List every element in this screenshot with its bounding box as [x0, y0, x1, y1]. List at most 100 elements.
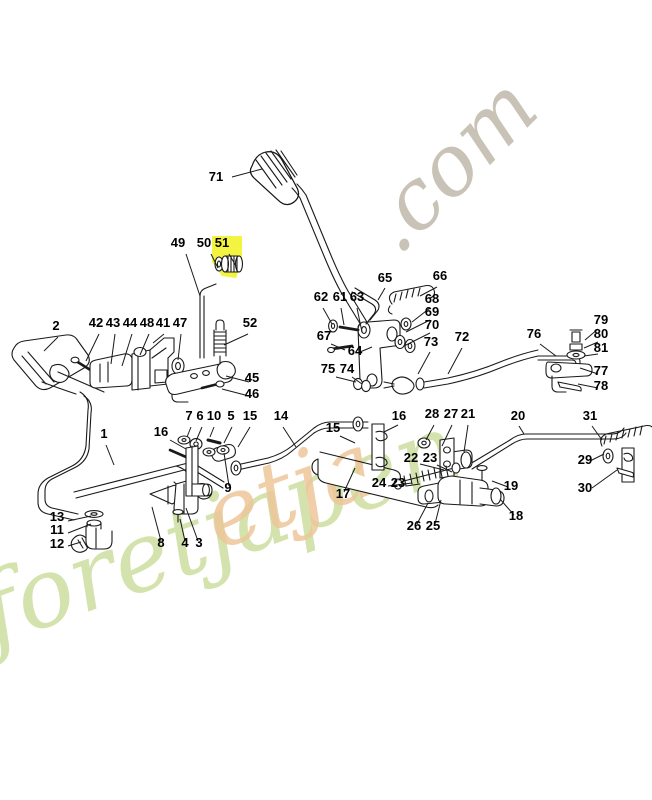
callout-label-26: 26: [407, 518, 421, 533]
callout-leader-26: [416, 502, 429, 525]
part-19-bolt: [476, 465, 488, 481]
callout-leader-8: [151, 506, 162, 542]
callout-leader-76: [539, 343, 557, 357]
part-41-48-bracket: [89, 337, 175, 391]
callout-leader-81: [583, 353, 599, 357]
callout-leader-25: [434, 499, 442, 525]
callout-leader-70: [403, 332, 431, 347]
callout-leader-74: [351, 376, 363, 385]
callout-label-1: 1: [100, 426, 107, 441]
callout-leader-80: [583, 341, 599, 349]
part-2-pedal: [11, 334, 105, 395]
callout-leader-18: [499, 498, 515, 516]
part-73-72-cable: [383, 349, 539, 395]
callout-leader-27: [441, 424, 453, 447]
part-14-rod: [231, 421, 369, 472]
callout-leader-16: [383, 424, 399, 433]
callout-leader-28: [425, 424, 435, 441]
callout-label-16: 16: [392, 408, 406, 423]
callout-label-74: 74: [340, 361, 355, 376]
callout-leader-16: [169, 439, 187, 450]
part-4-bolt: [172, 509, 184, 523]
callout-leader-17: [343, 467, 356, 493]
part-51-bushing: [220, 255, 244, 273]
callout-label-3: 3: [195, 535, 202, 550]
part-81-washer: [566, 350, 586, 360]
callout-label-25: 25: [426, 518, 440, 533]
callout-label-47: 47: [173, 315, 187, 330]
callout-leader-12: [67, 541, 82, 547]
callout-leader-42: [85, 333, 100, 362]
callout-leader-21: [463, 424, 469, 453]
callout-leader-67: [330, 343, 346, 351]
callout-label-24: 24: [372, 475, 387, 490]
callout-leader-49: [185, 253, 201, 297]
callout-leader-5: [223, 426, 233, 444]
callout-label-77: 77: [594, 363, 608, 378]
part-67-bolt: [327, 344, 354, 354]
callout-leader-41: [152, 333, 165, 344]
callout-leader-68: [411, 307, 431, 323]
part-10-bolt: [206, 438, 222, 445]
part-78-bar: [557, 381, 582, 392]
callout-leader-11: [67, 523, 92, 534]
callout-label-23: 23: [391, 475, 405, 490]
part-45-plate: [165, 360, 236, 396]
part-62-washer: [328, 319, 338, 333]
callout-leader-46: [221, 388, 250, 397]
callout-leader-72: [447, 347, 463, 375]
callout-label-68: 68: [425, 291, 439, 306]
part-3-roller: [191, 483, 213, 497]
callout-leader-75: [335, 376, 357, 383]
callout-label-9: 9: [224, 480, 231, 495]
part-12-nut: [70, 534, 90, 553]
callout-leader-23: [436, 464, 453, 473]
callout-label-19: 19: [504, 478, 518, 493]
callout-label-22: 22: [404, 450, 418, 465]
part-66-spring: [387, 284, 436, 315]
part-16-bracket: [371, 423, 388, 471]
callout-label-61: 61: [333, 289, 347, 304]
part-46-bolt: [200, 380, 225, 390]
callout-leader-29: [589, 453, 605, 462]
callout-label-8: 8: [157, 535, 164, 550]
callout-label-48: 48: [140, 315, 154, 330]
callout-leader-47: [177, 333, 182, 361]
part-71-rod: [291, 183, 371, 331]
callout-label-14: 14: [274, 408, 289, 423]
callout-label-45: 45: [245, 370, 259, 385]
callout-label-76: 76: [527, 326, 541, 341]
callout-leader-22: [419, 463, 445, 471]
callout-label-10: 10: [207, 408, 221, 423]
callout-label-70: 70: [425, 317, 439, 332]
callout-label-66: 66: [433, 268, 447, 283]
callout-leader-48: [139, 333, 150, 356]
part-15-washer-left: [230, 460, 242, 476]
callout-label-64: 64: [348, 343, 363, 358]
part-77-plate: [545, 361, 593, 393]
part-8-clevis: [85, 526, 113, 550]
callout-leader-44: [121, 333, 133, 367]
callout-label-65: 65: [378, 270, 392, 285]
part-52-spring: [213, 319, 227, 365]
callout-leader-20: [518, 425, 525, 435]
part-65-rod: [351, 287, 380, 325]
callout-label-41: 41: [156, 315, 170, 330]
callout-label-2: 2: [52, 318, 59, 333]
callout-label-23: 23: [423, 450, 437, 465]
callout-leader-31: [591, 425, 603, 441]
callout-label-80: 80: [594, 326, 608, 341]
callout-leader-50: [210, 253, 219, 269]
part-30-bracket: [616, 447, 635, 483]
callout-leader-52: [223, 333, 249, 346]
callout-leader-78: [577, 383, 599, 389]
callout-label-27: 27: [444, 406, 458, 421]
part-29-washer: [602, 448, 614, 464]
callout-leader-7: [186, 426, 192, 438]
callout-leader-79: [584, 328, 599, 341]
part-13-washer: [84, 510, 104, 518]
part-1-brake-rod: [37, 391, 92, 521]
